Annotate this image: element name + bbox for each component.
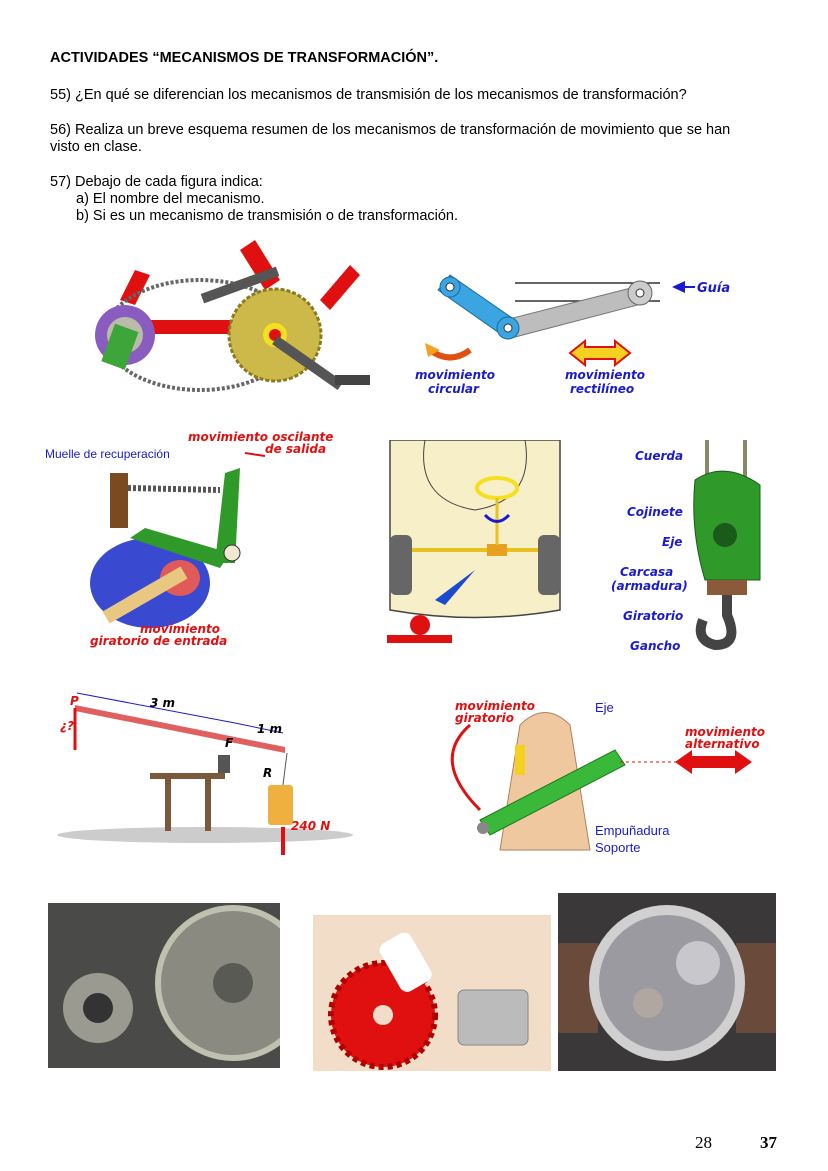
worm-gear-photo bbox=[313, 915, 551, 1071]
question-57: 57) Debajo de cada figura indica: bbox=[50, 174, 263, 190]
lever-3m-label: 3 m bbox=[150, 696, 175, 710]
page-number: 28 bbox=[695, 1133, 712, 1152]
empunadura-label: Empuñadura bbox=[595, 823, 670, 838]
lever-r-label: R bbox=[263, 766, 272, 780]
crane-hook-figure: Cuerda Cojinete Eje Carcasa (armadura) G… bbox=[611, 440, 761, 653]
gancho-label: Gancho bbox=[630, 639, 680, 653]
question-57-item-a: a) El nombre del mecanismo. bbox=[76, 191, 265, 207]
guia-label: Guía bbox=[697, 281, 730, 296]
cojinete-label: Cojinete bbox=[627, 505, 683, 519]
question-57-item-b: b) Si es un mecanismo de transmisión o d… bbox=[76, 208, 459, 224]
cam-rocker-figure: Muelle de recuperación movimiento oscila… bbox=[45, 430, 333, 648]
eje-label: Eje bbox=[662, 535, 682, 549]
gir-label-1: movimiento bbox=[140, 622, 220, 636]
mov-circular-label-1: movimiento bbox=[415, 368, 495, 382]
lever-weight-label: 240 N bbox=[291, 819, 330, 833]
osc-label-1: movimiento oscilante bbox=[188, 430, 333, 444]
carcasa-label-1: Carcasa bbox=[620, 565, 673, 579]
mg-label-2: giratorio bbox=[455, 711, 514, 725]
cuerda-label: Cuerda bbox=[635, 449, 683, 463]
mov-rectilineo-label-2: rectilíneo bbox=[570, 382, 634, 396]
watch-photo bbox=[558, 893, 776, 1071]
lever-f-label: F bbox=[225, 736, 234, 750]
carcasa-label-2: (armadura) bbox=[611, 579, 688, 593]
crank-slider-figure: Guía movimiento circular movimiento rect… bbox=[415, 274, 730, 396]
lever-p-label: P bbox=[70, 694, 79, 708]
osc-label-2: de salida bbox=[265, 442, 326, 456]
mg-label-1: movimiento bbox=[455, 699, 535, 713]
ma-label-2: alternativo bbox=[685, 737, 760, 751]
question-56-line2: visto en clase. bbox=[50, 139, 142, 155]
ma-label-1: movimiento bbox=[685, 725, 765, 739]
question-55: 55) ¿En qué se diferencian los mecanismo… bbox=[50, 87, 687, 103]
muelle-label: Muelle de recuperación bbox=[45, 447, 170, 461]
lever-1m-label: 1 m bbox=[257, 722, 282, 736]
page-title: ACTIVIDADES “MECANISMOS DE TRANSFORMACIÓ… bbox=[50, 50, 439, 66]
soporte-label: Soporte bbox=[595, 840, 641, 855]
page-number-old: 37 bbox=[760, 1133, 777, 1152]
lever-q-label: ¿? bbox=[60, 719, 74, 733]
question-56-line1: 56) Realiza un breve esquema resumen de … bbox=[50, 122, 731, 138]
mov-rectilineo-label-1: movimiento bbox=[565, 368, 645, 382]
giratorio-label: Giratorio bbox=[623, 609, 683, 623]
mov-circular-label-2: circular bbox=[428, 382, 480, 396]
crank-handle-figure: movimiento giratorio Eje movimiento alte… bbox=[450, 699, 765, 855]
pulley-photo bbox=[48, 903, 280, 1068]
rack-pinion-figure bbox=[387, 440, 561, 643]
lever-figure: P ¿? 3 m 1 m F R 240 N bbox=[57, 692, 353, 855]
bicycle-chain-figure bbox=[95, 240, 370, 392]
gir-label-2: giratorio de entrada bbox=[90, 634, 227, 648]
eje-label-2: Eje bbox=[595, 700, 614, 715]
